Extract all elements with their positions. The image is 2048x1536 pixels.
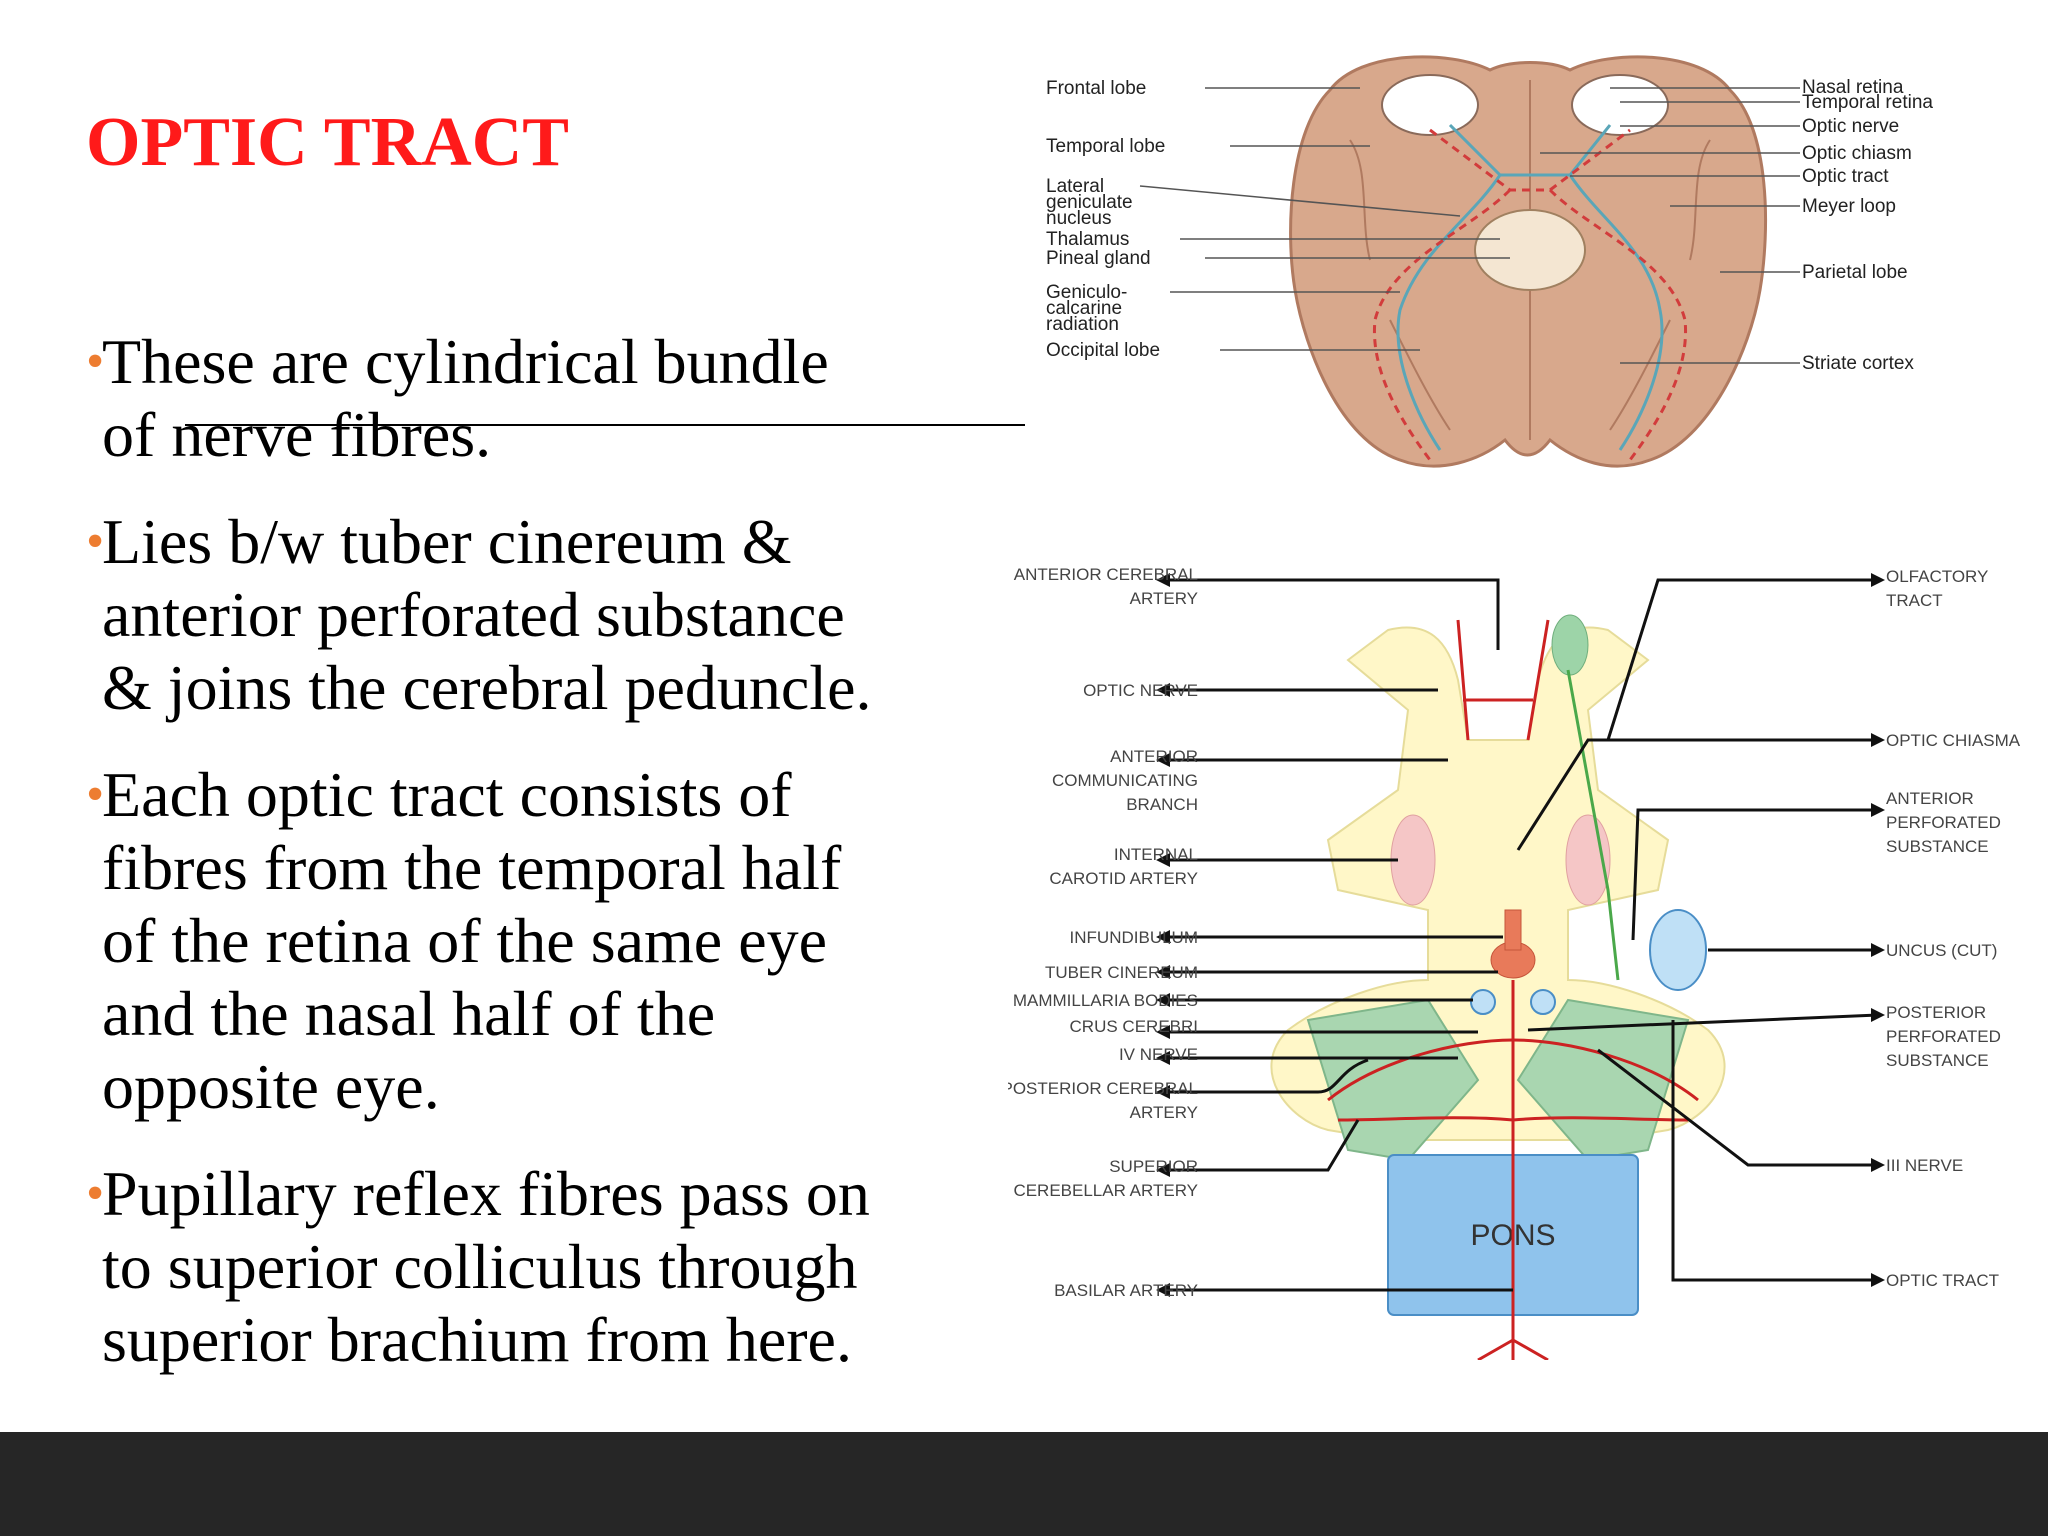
bullet-item: •Lies b/w tuber cinereum & anterior perf… xyxy=(86,505,986,724)
label-lateral: Lateral xyxy=(1046,176,1104,197)
label-cerebellar-artery: CEREBELLAR ARTERY xyxy=(1013,1181,1198,1200)
label-optic-chiasma: OPTIC CHIASMA xyxy=(1886,731,2021,750)
label-iii-nerve: III NERVE xyxy=(1886,1156,1963,1175)
label-uncus-cut: UNCUS (CUT) xyxy=(1886,941,1997,960)
bullet-text: These are cylindrical bundle of nerve fi… xyxy=(102,326,829,470)
label-posterior-cerebral: POSTERIOR CEREBRAL xyxy=(1008,1079,1198,1098)
bullet-dot-icon: • xyxy=(86,766,105,823)
label-olfactory-tract: TRACT xyxy=(1886,591,1943,610)
label-optic-nerve-base: OPTIC NERVE xyxy=(1083,681,1198,700)
label-nasal-retina: Nasal retina xyxy=(1802,77,1904,98)
label-radiation: radiation xyxy=(1046,314,1119,335)
label-olfactory: OLFACTORY xyxy=(1886,567,1988,586)
label-occipital-lobe: Occipital lobe xyxy=(1046,340,1160,361)
label-substance-2: SUBSTANCE xyxy=(1886,1051,1989,1070)
slide-title: OPTIC TRACT xyxy=(86,104,569,181)
label-anterior-cerebral: ANTERIOR CEREBRAL xyxy=(1014,565,1198,584)
label-branch: BRANCH xyxy=(1126,795,1198,814)
label-anterior-perf: ANTERIOR xyxy=(1886,789,1974,808)
bullet-dot-icon: • xyxy=(86,1165,105,1222)
label-iv-nerve: IV NERVE xyxy=(1119,1045,1198,1064)
label-pineal-gland: Pineal gland xyxy=(1046,248,1151,269)
label-substance: SUBSTANCE xyxy=(1886,837,1989,856)
label-tuber-cinereum: TUBER CINEREUM xyxy=(1045,963,1198,982)
label-optic-tract-base: OPTIC TRACT xyxy=(1886,1271,1999,1290)
bullet-text: Lies b/w tuber cinereum & anterior perfo… xyxy=(102,506,872,723)
label-mammillaria-bodies: MAMMILLARIA BODIES xyxy=(1013,991,1198,1010)
label-meyer-loop: Meyer loop xyxy=(1802,196,1896,217)
label-optic-nerve: Optic nerve xyxy=(1802,116,1899,137)
label-carotid-artery: CAROTID ARTERY xyxy=(1049,869,1198,888)
uncus-shape xyxy=(1649,909,1707,991)
bullet-list: •These are cylindrical bundle of nerve f… xyxy=(86,325,986,1410)
label-thalamus: Thalamus xyxy=(1046,229,1129,250)
label-striate-cortex: Striate cortex xyxy=(1802,353,1914,374)
label-calcarine: calcarine xyxy=(1046,298,1122,319)
label-communicating: COMMUNICATING xyxy=(1052,771,1198,790)
footer-bar xyxy=(0,1432,2048,1536)
label-posterior-cerebral-artery: ARTERY xyxy=(1130,1103,1198,1122)
brain-visual-pathway-figure: Frontal lobe Temporal lobe Lateral genic… xyxy=(1046,55,1933,468)
bullet-dot-icon: • xyxy=(86,513,105,570)
label-posterior-perf: POSTERIOR xyxy=(1886,1003,1986,1022)
bullet-item: •These are cylindrical bundle of nerve f… xyxy=(86,325,986,471)
label-geniculo: Geniculo- xyxy=(1046,282,1127,303)
label-temporal-lobe: Temporal lobe xyxy=(1046,136,1165,157)
label-perforated: PERFORATED xyxy=(1886,813,2001,832)
label-temporal-retina: Temporal retina xyxy=(1802,92,1933,113)
label-nucleus: nucleus xyxy=(1046,208,1112,229)
label-optic-chiasm: Optic chiasm xyxy=(1802,143,1912,164)
bullet-text: Pupillary reflex fibres pass on to super… xyxy=(102,1158,870,1375)
decorative-line xyxy=(185,424,1025,426)
label-internal: INTERNAL xyxy=(1114,845,1198,864)
label-basilar-artery: BASILAR ARTERY xyxy=(1054,1281,1198,1300)
label-superior: SUPERIOR xyxy=(1109,1157,1198,1176)
label-anterior-cerebral-artery: ARTERY xyxy=(1130,589,1198,608)
label-infundibulum: INFUNDIBULUM xyxy=(1070,928,1198,947)
label-crus-cerebri: CRUS CEREBRI xyxy=(1070,1017,1198,1036)
bullet-item: •Each optic tract consists of fibres fro… xyxy=(86,758,986,1123)
bullet-text: Each optic tract consists of fibres from… xyxy=(102,759,842,1122)
right-eye-shape xyxy=(1571,74,1669,136)
left-eye-shape xyxy=(1381,74,1479,136)
bullet-item: •Pupillary reflex fibres pass on to supe… xyxy=(86,1157,986,1376)
label-geniculate: geniculate xyxy=(1046,192,1133,213)
label-perforated-2: PERFORATED xyxy=(1886,1027,2001,1046)
label-parietal-lobe: Parietal lobe xyxy=(1802,262,1908,283)
bullet-dot-icon: • xyxy=(86,333,105,390)
label-frontal-lobe: Frontal lobe xyxy=(1046,78,1146,99)
brain-base-schematic-figure: PONS xyxy=(1008,560,2038,1360)
label-optic-tract: Optic tract xyxy=(1802,166,1889,187)
label-anterior-comm: ANTERIOR xyxy=(1110,747,1198,766)
